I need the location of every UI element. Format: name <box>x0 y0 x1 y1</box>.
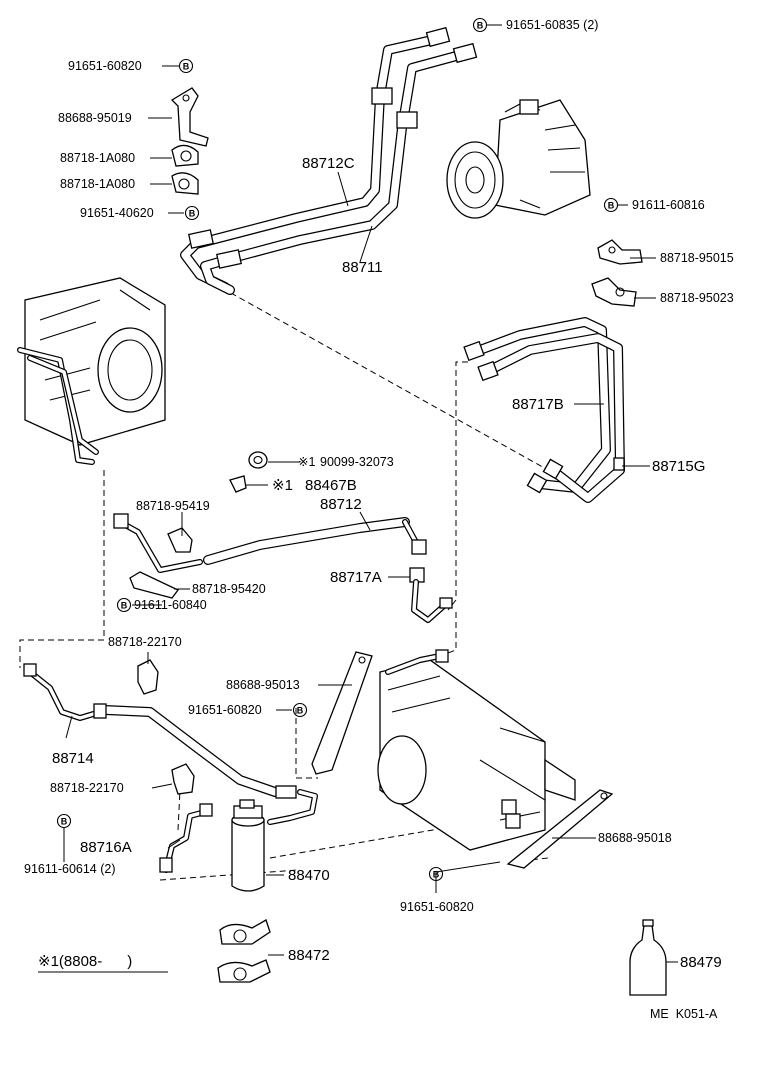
label-91611-60840: 91611-60840 <box>134 598 207 612</box>
label-88718-95015: 88718-95015 <box>660 251 734 265</box>
svg-text:B: B <box>477 21 484 31</box>
clamp-88718-95023 <box>591 277 637 307</box>
svg-text:B: B <box>297 706 304 716</box>
svg-text:B: B <box>433 870 440 880</box>
clamp-88718-1a080-b <box>171 172 199 195</box>
label-88472: 88472 <box>288 947 330 964</box>
bolt-mark: B <box>603 197 619 213</box>
label-88467b: 88467B <box>305 477 357 494</box>
receiver-88470 <box>231 799 265 892</box>
bolt-mark: B <box>184 205 200 221</box>
bolt-mark: B <box>292 702 308 718</box>
pipe-88712 <box>113 513 427 573</box>
label-90099-32073: 90099-32073 <box>320 455 394 469</box>
mark-asterisk-1-b: ※1 <box>272 477 293 494</box>
label-88688-95018: 88688-95018 <box>598 831 672 845</box>
label-91651-60820-top: 91651-60820 <box>68 59 142 73</box>
hose-88712c <box>180 26 451 292</box>
bolt-marks: B B B B B B B B <box>56 17 619 882</box>
label-91651-60835: 91651-60835 (2) <box>506 18 598 32</box>
label-91611-60816: 91611-60816 <box>632 198 705 212</box>
label-91611-60614: 91611-60614 (2) <box>24 862 116 876</box>
clamp-88718-1a080-a <box>171 144 199 167</box>
clamp-88718-95419 <box>167 527 193 553</box>
part-labels: 91651-60835 (2) 91651-60820 88688-95019 … <box>24 18 734 971</box>
oring-90099-32073 <box>248 451 268 469</box>
mark-asterisk-1-a: ※1 <box>298 455 315 469</box>
label-88711: 88711 <box>342 259 383 276</box>
hose-88711 <box>188 42 478 295</box>
label-88718-1a080-a: 88718-1A080 <box>60 151 135 165</box>
label-88712: 88712 <box>320 496 362 513</box>
label-88718-22170-b: 88718-22170 <box>50 781 124 795</box>
label-88688-95019: 88688-95019 <box>58 111 132 125</box>
label-88718-95419: 88718-95419 <box>136 499 210 513</box>
pipe-88716a <box>159 803 213 873</box>
label-88712c: 88712C <box>302 155 355 172</box>
label-91651-60820-mid: 91651-60820 <box>188 703 262 717</box>
bracket-88472 <box>217 919 271 983</box>
label-88688-95013: 88688-95013 <box>226 678 300 692</box>
label-88718-95023: 88718-95023 <box>660 291 734 305</box>
label-91651-60820-bot: 91651-60820 <box>400 900 474 914</box>
compressor <box>446 99 591 219</box>
svg-text:B: B <box>121 601 128 611</box>
label-91651-40620: 91651-40620 <box>80 206 154 220</box>
label-88716a: 88716A <box>80 839 132 856</box>
oil-bottle-88479 <box>629 919 667 996</box>
note-asterisk-1: ※1(8808- ) <box>38 953 132 970</box>
svg-text:B: B <box>189 209 196 219</box>
svg-text:B: B <box>608 201 615 211</box>
hose-88717b <box>463 317 625 503</box>
clamp-88718-22170-b <box>171 763 195 795</box>
condenser-unit <box>377 649 576 851</box>
label-88717a: 88717A <box>330 569 382 586</box>
label-88718-95420: 88718-95420 <box>192 582 266 596</box>
hose-88714 <box>23 663 318 825</box>
label-88715g: 88715G <box>652 458 705 475</box>
bolt-mark: B <box>116 597 132 613</box>
pipe-88717a <box>409 567 453 623</box>
bracket-88688-95018 <box>506 789 614 869</box>
label-88718-1a080-b: 88718-1A080 <box>60 177 135 191</box>
leader-lines <box>63 24 678 963</box>
bolt-mark: B <box>428 866 444 882</box>
bolt-mark: B <box>178 58 194 74</box>
label-88470: 88470 <box>288 867 330 884</box>
footnote: ※1(8808- ) <box>38 953 168 973</box>
bracket-88688-95019 <box>170 87 209 147</box>
evaporator-unit <box>17 277 166 465</box>
diagram-code: ME K051-A <box>650 1007 718 1021</box>
bolt-mark: B <box>56 813 72 829</box>
label-88717b: 88717B <box>512 396 564 413</box>
svg-text:B: B <box>183 62 190 72</box>
label-88718-22170-a: 88718-22170 <box>108 635 182 649</box>
label-88479: 88479 <box>680 954 722 971</box>
bracket-88718-95420 <box>129 571 179 599</box>
svg-text:B: B <box>61 817 68 827</box>
bolt-mark: B <box>472 17 488 33</box>
clamp-88718-22170-a <box>137 659 159 695</box>
valve-88467b <box>229 475 247 493</box>
clamp-88718-95015 <box>597 239 643 265</box>
bracket-88688-95013 <box>311 651 373 775</box>
label-88714: 88714 <box>52 750 94 767</box>
